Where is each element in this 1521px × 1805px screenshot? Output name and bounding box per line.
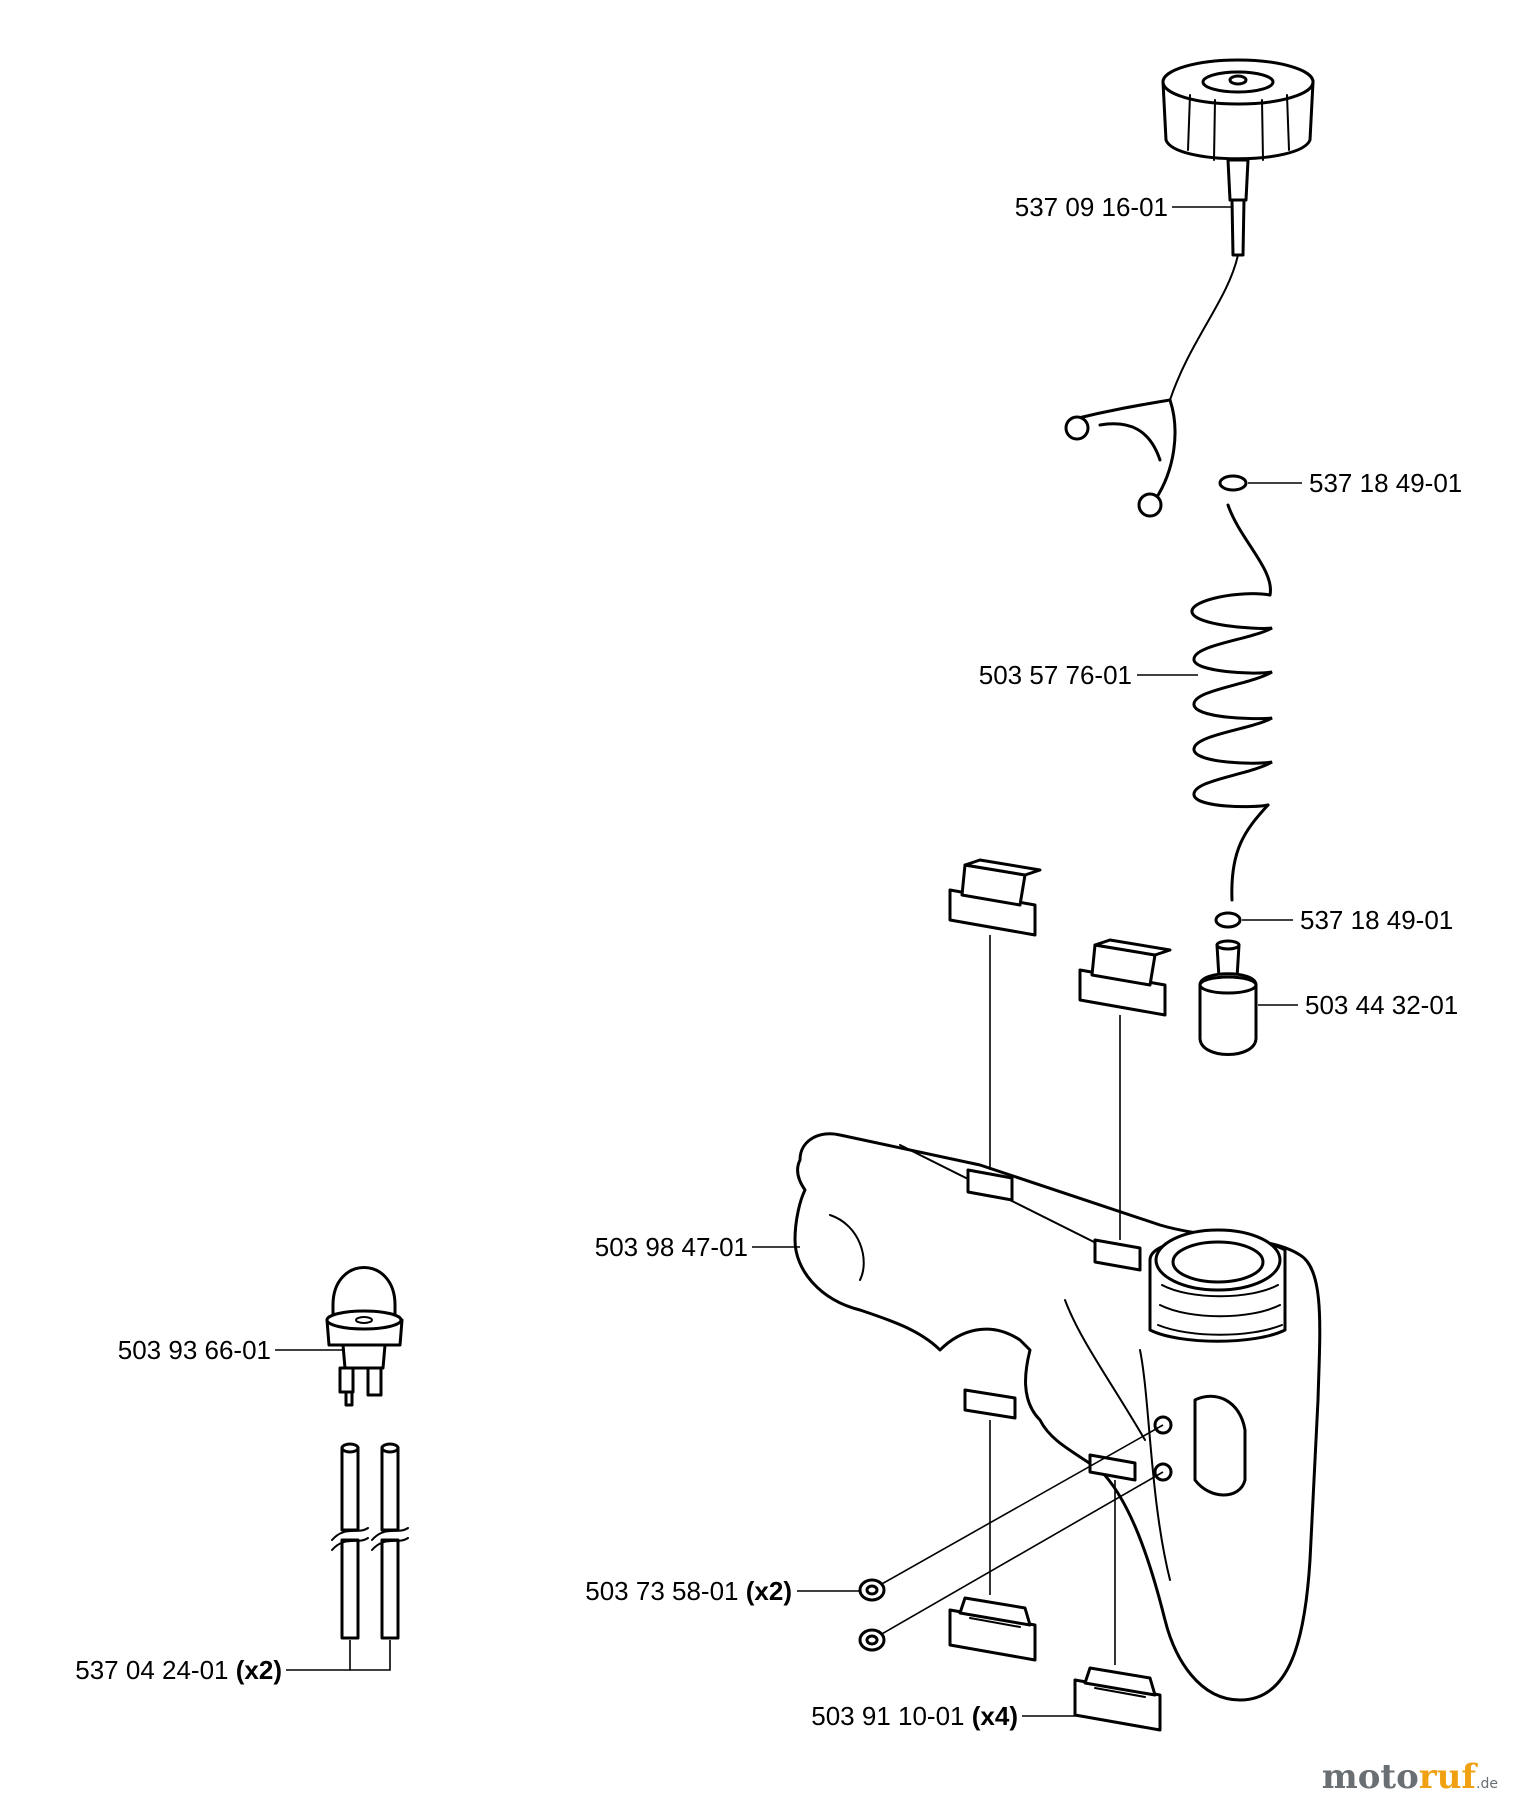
rubber-mount-top-right	[1078, 938, 1172, 1017]
part-label-rubber-mounts: 503 91 10-01 (x4)	[811, 1701, 1018, 1731]
rubber-mount-bottom-left	[948, 1596, 1037, 1662]
plugs-drawing	[858, 1578, 886, 1652]
rubber-mount-bottom-right	[1073, 1666, 1162, 1732]
o-ring-bottom-drawing	[1214, 911, 1242, 929]
rubber-mount-top-left	[948, 858, 1042, 937]
part-label-plugs: 503 73 58-01 (x2)	[585, 1576, 792, 1606]
watermark-part-b: ruf	[1419, 1757, 1479, 1797]
tank-cap-drawing	[1064, 58, 1315, 518]
part-qty-fuel-lines: (x2)	[236, 1655, 282, 1685]
leader-lines	[275, 206, 1302, 1717]
part-qty-rubber-mounts: (x4)	[972, 1701, 1018, 1731]
part-label-fuel-tank: 503 98 47-01	[595, 1232, 748, 1262]
part-label-fuel-filter: 503 44 32-01	[1305, 990, 1458, 1020]
part-number-rubber-mounts: 503 91 10-01	[811, 1701, 964, 1731]
part-label-o-ring-top: 537 18 49-01	[1309, 468, 1462, 498]
part-label-fuel-lines: 537 04 24-01 (x2)	[75, 1655, 282, 1685]
part-label-tank-cap: 537 09 16-01	[1015, 192, 1168, 222]
primer-bulb-drawing	[325, 1266, 404, 1407]
part-number-fuel-lines: 537 04 24-01	[75, 1655, 228, 1685]
part-label-primer-bulb: 503 93 66-01	[118, 1335, 271, 1365]
watermark-part-a: moto	[1322, 1757, 1419, 1797]
fuel-hose-coil-drawing	[1190, 503, 1273, 902]
fuel-tank-drawing	[793, 1132, 1322, 1702]
watermark-logo: motoruf.de	[1322, 1757, 1498, 1797]
mount-guide-lines	[879, 935, 1164, 1665]
part-qty-plugs: (x2)	[746, 1576, 792, 1606]
watermark-suffix: .de	[1476, 1776, 1498, 1792]
o-ring-top-drawing	[1218, 474, 1248, 492]
part-label-fuel-hose-coil: 503 57 76-01	[979, 660, 1132, 690]
fuel-filter-drawing	[1198, 939, 1258, 1056]
part-label-o-ring-bottom: 537 18 49-01	[1300, 905, 1453, 935]
fuel-lines-drawing	[331, 1442, 409, 1671]
part-number-plugs: 503 73 58-01	[585, 1576, 738, 1606]
